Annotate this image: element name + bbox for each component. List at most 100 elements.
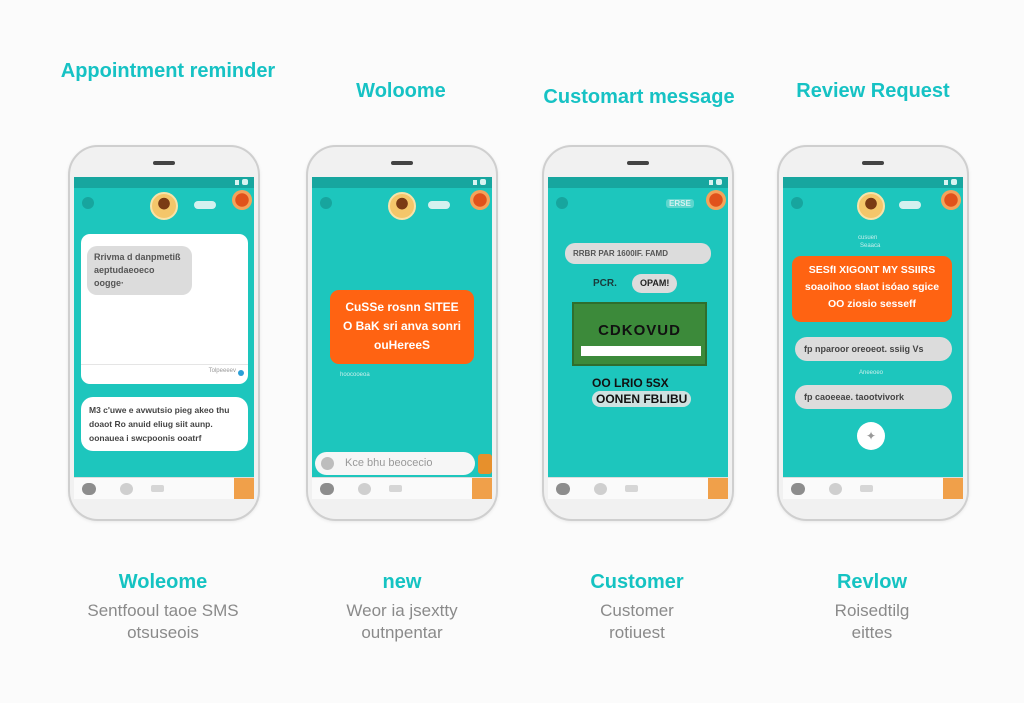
menu-icon[interactable] bbox=[82, 197, 94, 209]
input-placeholder: Kce bhu beocecio bbox=[345, 457, 433, 469]
action-icons[interactable] bbox=[899, 201, 921, 209]
sticker-icon[interactable] bbox=[943, 478, 963, 499]
coupon-strip bbox=[581, 346, 701, 356]
sticker-icon[interactable] bbox=[472, 478, 492, 499]
profile-icon[interactable] bbox=[706, 190, 726, 210]
speaker bbox=[862, 161, 884, 165]
offer-line-1: OO LRIO 5SX bbox=[592, 376, 669, 390]
action-icons[interactable] bbox=[428, 201, 450, 209]
sticker-icon[interactable] bbox=[234, 478, 254, 499]
emoji-icon[interactable] bbox=[829, 483, 842, 495]
speaker bbox=[627, 161, 649, 165]
phone-custom-message: ERSE RRBR PAR 1600IF. FAMD PCR. OPAM! CD… bbox=[542, 145, 734, 521]
message-bubble: CuSSe rosnn SITEE O BaK sri anva sonri o… bbox=[330, 290, 474, 364]
header-label: ERSE bbox=[666, 199, 694, 208]
message-meta: hoocooeoa bbox=[340, 372, 370, 378]
card-divider bbox=[81, 364, 248, 365]
attach-icon[interactable] bbox=[321, 457, 334, 470]
caption-line: Sentfooul taoe SMS bbox=[87, 601, 239, 620]
signal-icon bbox=[709, 180, 713, 185]
battery-icon bbox=[480, 179, 486, 185]
phone-review-request: cusuen Seaaca SESfI XIGONT MY SSIIRS soa… bbox=[777, 145, 969, 521]
reply-bubble: fp nparoor oreoeot. ssiig Vs bbox=[795, 337, 952, 361]
phone-welcome: CuSSe rosnn SITEE O BaK sri anva sonri o… bbox=[306, 145, 498, 521]
avatar[interactable] bbox=[150, 192, 178, 220]
profile-icon[interactable] bbox=[232, 190, 252, 210]
camera-icon[interactable] bbox=[82, 483, 96, 495]
avatar[interactable] bbox=[388, 192, 416, 220]
caption-text: Roisedtilg eittes bbox=[762, 600, 982, 644]
card-footer: Tolpeeeev bbox=[208, 368, 236, 374]
battery-icon bbox=[716, 179, 722, 185]
reply-bubble: fp caoeeae. taootvivork bbox=[795, 385, 952, 409]
label: PCR. bbox=[593, 278, 617, 289]
battery-icon bbox=[242, 179, 248, 185]
message-meta: cusuen bbox=[858, 235, 878, 241]
gif-icon[interactable] bbox=[625, 485, 638, 492]
caption-text: Sentfooul taoe SMS otsuseois bbox=[53, 600, 273, 644]
bottom-nav bbox=[312, 477, 492, 499]
speaker bbox=[391, 161, 413, 165]
sticker-icon[interactable] bbox=[708, 478, 728, 499]
gif-icon[interactable] bbox=[151, 485, 164, 492]
caption-line: outnpentar bbox=[361, 623, 443, 642]
action-icons[interactable] bbox=[194, 201, 216, 209]
title-review-request: Review Request bbox=[796, 80, 950, 102]
title-custom-message: Customart message bbox=[543, 86, 735, 108]
menu-icon[interactable] bbox=[791, 197, 803, 209]
bottom-nav bbox=[548, 477, 728, 499]
status-bar bbox=[74, 177, 254, 188]
caption-heading: Woleome bbox=[118, 571, 208, 593]
caption-line: Weor ia jsextty bbox=[346, 601, 458, 620]
message-bubble: Rrivma d danpmetiß aeptudaeoeco oogge· bbox=[87, 246, 192, 295]
caption-line: rotiuest bbox=[609, 623, 665, 642]
caption-line: Roisedtilg bbox=[834, 601, 910, 620]
battery-icon bbox=[951, 179, 957, 185]
coupon-image: CDKOVUD bbox=[572, 302, 707, 366]
camera-icon[interactable] bbox=[791, 483, 805, 495]
gif-icon[interactable] bbox=[389, 485, 402, 492]
coupon-title: CDKOVUD bbox=[598, 322, 681, 339]
speaker bbox=[153, 161, 175, 165]
title-welcome: Woloome bbox=[356, 80, 446, 102]
message-bubble: OPAM! bbox=[632, 274, 678, 293]
menu-icon[interactable] bbox=[556, 197, 568, 209]
caption-line: otsuseois bbox=[127, 623, 199, 642]
signal-icon bbox=[473, 180, 477, 185]
profile-icon[interactable] bbox=[470, 190, 490, 210]
caption-heading: new bbox=[382, 571, 422, 593]
menu-icon[interactable] bbox=[320, 197, 332, 209]
phone-screen: CuSSe rosnn SITEE O BaK sri anva sonri o… bbox=[312, 177, 492, 499]
message-bubble: SESfI XIGONT MY SSIIRS soaoihoo sIaot is… bbox=[792, 256, 952, 322]
status-bar bbox=[548, 177, 728, 188]
offer-line-2: OONEN FBLIBU bbox=[592, 391, 692, 407]
title-appointment-reminder: Appointment reminder bbox=[60, 60, 276, 82]
message-bubble: RRBR PAR 1600IF. FAMD bbox=[565, 243, 711, 264]
mic-button[interactable]: ✦ bbox=[857, 422, 885, 450]
phone-appointment-reminder: Rrivma d danpmetiß aeptudaeoeco oogge· T… bbox=[68, 145, 260, 521]
caption-heading: Customer bbox=[590, 571, 684, 593]
status-bar bbox=[312, 177, 492, 188]
message-card: Rrivma d danpmetiß aeptudaeoeco oogge· T… bbox=[81, 234, 248, 384]
camera-icon[interactable] bbox=[556, 483, 570, 495]
caption-heading: Revlow bbox=[836, 571, 908, 593]
sticker-icon[interactable] bbox=[478, 454, 492, 474]
phone-screen: ERSE RRBR PAR 1600IF. FAMD PCR. OPAM! CD… bbox=[548, 177, 728, 499]
message-bubble: M3 c'uwe e avwutsio pieg akeo thu doaot … bbox=[81, 397, 248, 451]
message-input[interactable]: Kce bhu beocecio bbox=[315, 452, 475, 475]
avatar[interactable] bbox=[857, 192, 885, 220]
gif-icon[interactable] bbox=[860, 485, 873, 492]
emoji-icon[interactable] bbox=[594, 483, 607, 495]
signal-icon bbox=[235, 180, 239, 185]
emoji-icon[interactable] bbox=[358, 483, 371, 495]
camera-icon[interactable] bbox=[320, 483, 334, 495]
caption-line: eittes bbox=[851, 623, 893, 642]
bottom-nav bbox=[783, 477, 963, 499]
status-bar bbox=[783, 177, 963, 188]
caption-text: Weor ia jsextty outnpentar bbox=[292, 600, 512, 644]
profile-icon[interactable] bbox=[941, 190, 961, 210]
emoji-icon[interactable] bbox=[120, 483, 133, 495]
